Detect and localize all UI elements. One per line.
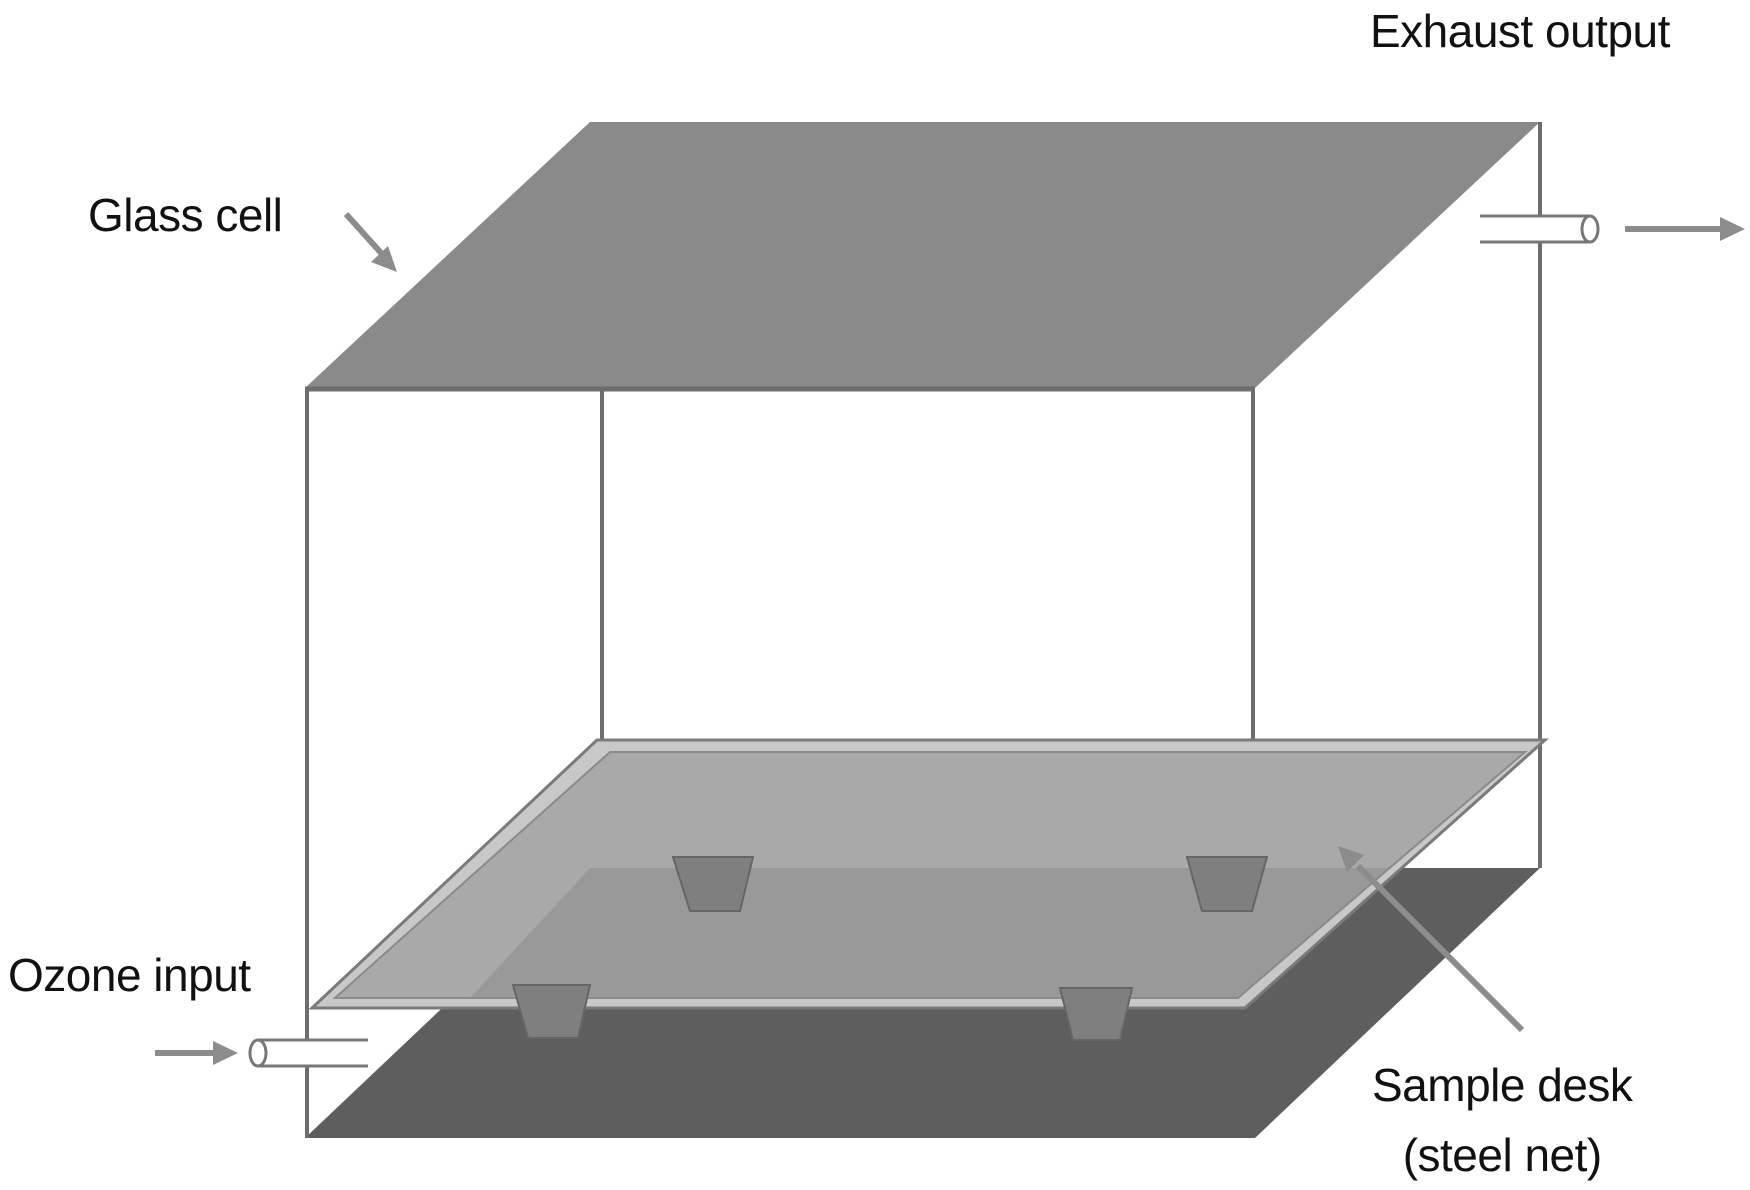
sample-desk-arrow xyxy=(1338,846,1525,1033)
ozone-input-pipe xyxy=(248,1038,368,1068)
desk-feet xyxy=(511,856,1269,1041)
sample-desk-label-line2: (steel net) xyxy=(1402,1129,1603,1181)
desk-foot-back-left xyxy=(671,856,755,912)
arrows xyxy=(155,211,1745,1065)
ozone-input-arrow xyxy=(155,1041,238,1065)
desk-foot-front-right xyxy=(1058,987,1134,1041)
desk-foot-back-right xyxy=(1185,856,1269,912)
sample-desk-label: Sample desk (steel net) xyxy=(1372,1050,1633,1190)
exhaust-pipe xyxy=(1480,214,1600,244)
exhaust-arrow xyxy=(1625,217,1745,241)
exhaust-output-label: Exhaust output xyxy=(1370,5,1670,57)
cell-top-panel xyxy=(305,122,1540,388)
glass-cell-label: Glass cell xyxy=(88,189,283,241)
ozone-input-label: Ozone input xyxy=(8,949,251,1001)
glass-cell-arrow xyxy=(343,211,397,272)
desk-foot-front-left xyxy=(511,984,592,1039)
sample-desk-label-line1: Sample desk xyxy=(1372,1059,1633,1111)
